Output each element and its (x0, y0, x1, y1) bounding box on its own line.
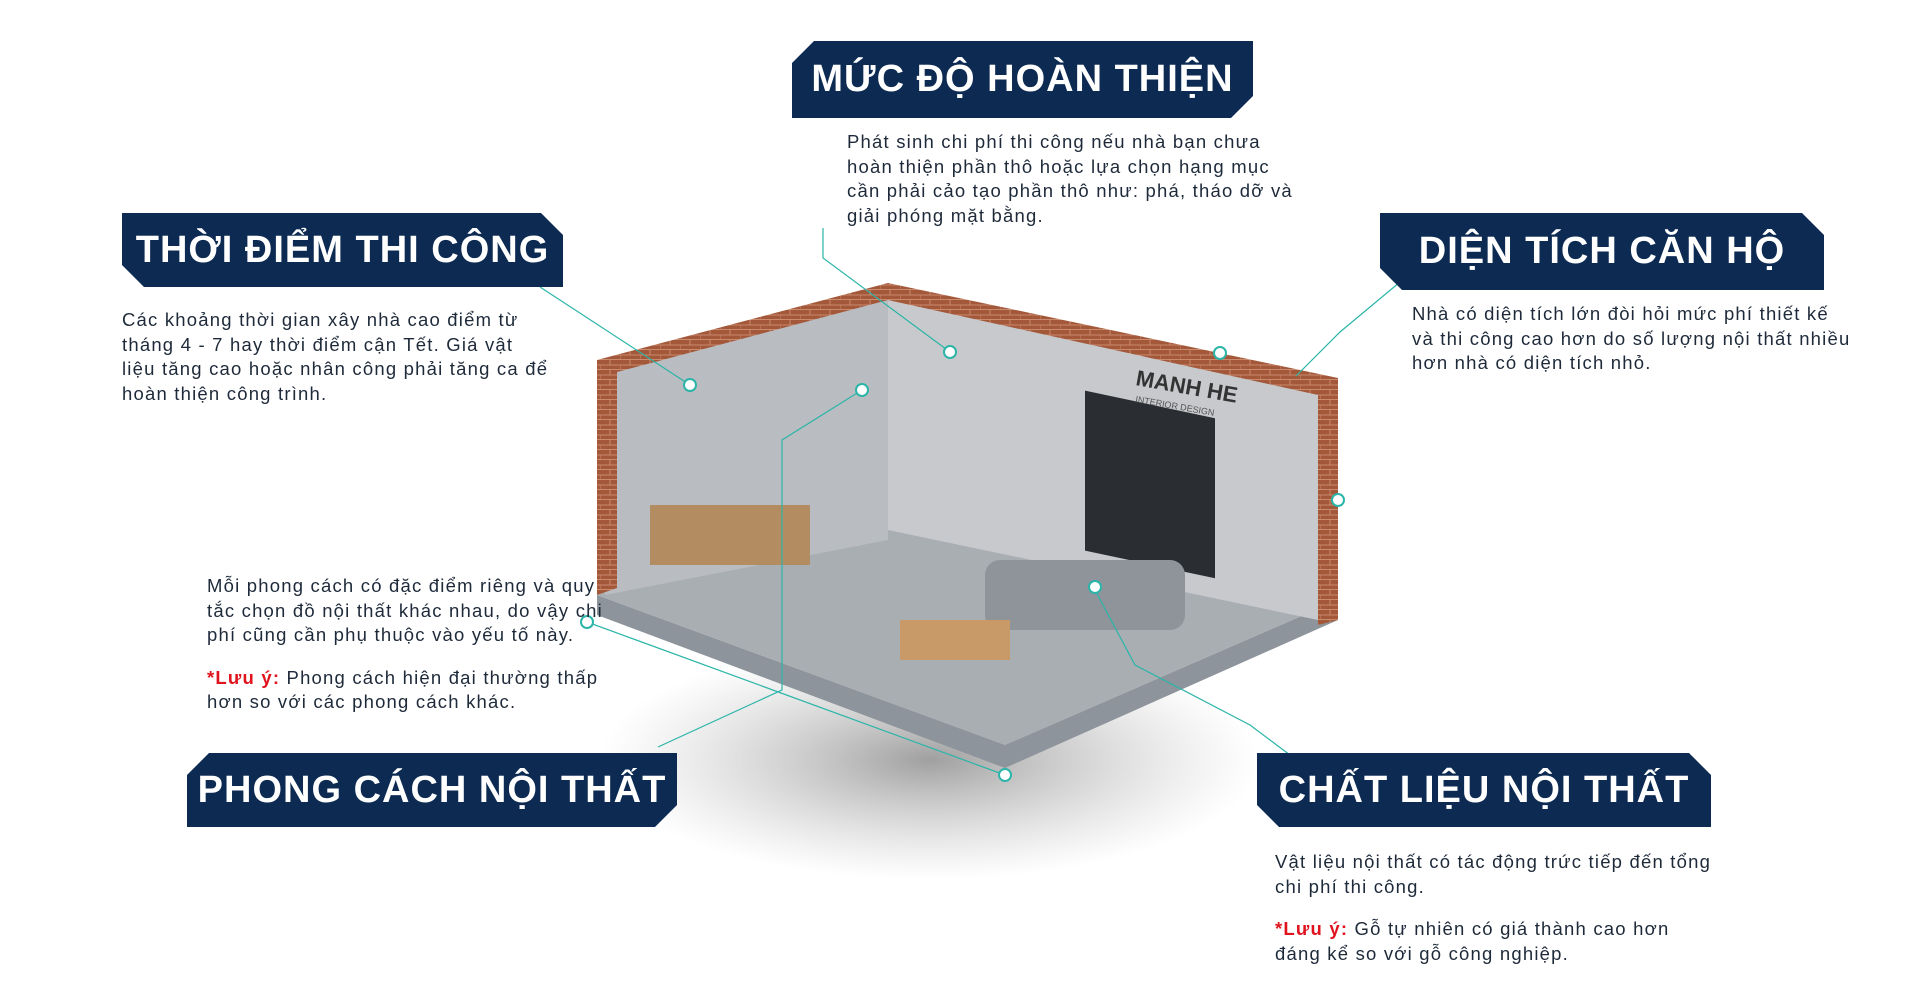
style-note: *Lưu ý: Phong cách hiện đại thường thấp … (207, 666, 607, 715)
completion-text: Phát sinh chi phí thi công nếu nhà bạn c… (847, 131, 1293, 226)
timing-text: Các khoảng thời gian xây nhà cao điểm từ… (122, 309, 549, 404)
connector-lines (539, 228, 1401, 776)
style-text-block: Mỗi phong cách có đặc điểm riêng và quy … (207, 574, 607, 733)
completion-title: MỨC ĐỘ HOÀN THIỆN (792, 41, 1253, 118)
material-text-block: Vật liệu nội thất có tác động trức tiếp … (1275, 850, 1715, 984)
material-note: *Lưu ý: Gỗ tự nhiên có giá thành cao hơn… (1275, 917, 1715, 966)
timing-title: THỜI ĐIỂM THI CÔNG (122, 213, 563, 287)
sofa (985, 560, 1185, 630)
floor-slab (597, 595, 1338, 768)
material-note-text: Gỗ tự nhiên có giá thành cao hơn đáng kể… (1275, 918, 1670, 964)
material-note-label: *Lưu ý: (1275, 918, 1349, 939)
kitchen-counter (650, 505, 810, 565)
window (1085, 390, 1215, 579)
coffee-table (900, 620, 1010, 660)
material-text: Vật liệu nội thất có tác động trức tiếp … (1275, 851, 1712, 897)
area-title: DIỆN TÍCH CĂN HỘ (1380, 213, 1824, 290)
style-text: Mỗi phong cách có đặc điểm riêng và quy … (207, 575, 603, 645)
right-brick-wall (888, 283, 1338, 625)
material-title: CHẤT LIỆU NỘI THẤT (1257, 753, 1711, 827)
style-note-label: *Lưu ý: (207, 666, 281, 688)
hotspots (580, 345, 1345, 782)
area-text: Nhà có diện tích lớn đòi hỏi mức phí thi… (1412, 303, 1851, 373)
style-note-text: Phong cách hiện đại thường thấp hơn so v… (207, 666, 599, 713)
style-title: PHONG CÁCH NỘI THẤT (187, 753, 677, 827)
